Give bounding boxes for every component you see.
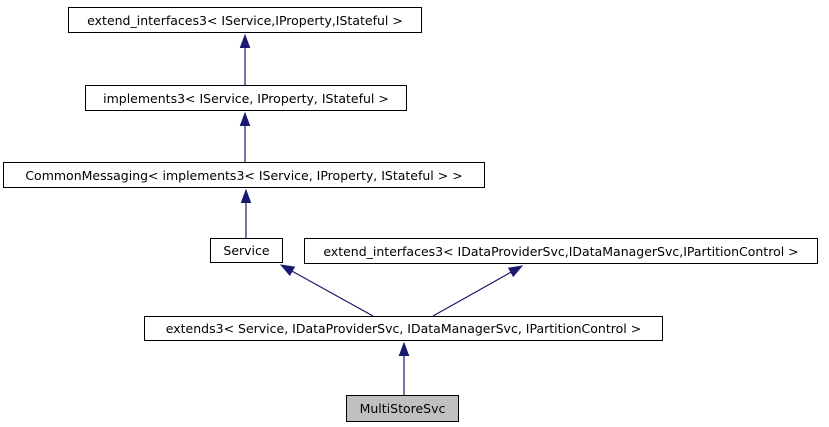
class-node-implements3[interactable]: implements3< IService, IProperty, IState… [85, 85, 407, 111]
class-node-extend-interfaces3-idataprovidersvc[interactable]: extend_interfaces3< IDataProviderSvc,IDa… [304, 238, 818, 264]
inheritance-arrow [279, 264, 374, 317]
class-node-extends3[interactable]: extends3< Service, IDataProviderSvc, IDa… [144, 316, 663, 341]
class-node-commonmessaging[interactable]: CommonMessaging< implements3< IService, … [3, 162, 485, 188]
class-node-service[interactable]: Service [210, 238, 283, 263]
inheritance-arrow [432, 265, 524, 317]
class-node-extend-interfaces3-iservice[interactable]: extend_interfaces3< IService,IProperty,I… [68, 7, 422, 33]
class-node-multistoresvc: MultiStoreSvc [346, 395, 459, 422]
